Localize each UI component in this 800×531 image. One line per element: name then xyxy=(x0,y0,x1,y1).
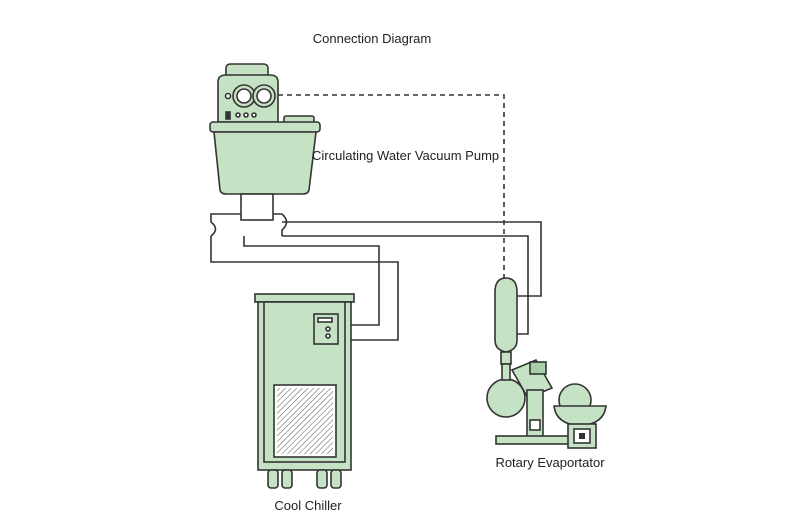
rotary-evaporator: Rotary Evaportator xyxy=(486,277,607,470)
vacuum-pump: Circulating Water Vacuum Pump xyxy=(209,63,499,221)
evaporator-base xyxy=(495,435,577,445)
gauge-left-face xyxy=(236,88,252,104)
water-line-to-chiller-lower xyxy=(210,236,399,341)
wheel-icon xyxy=(267,469,279,489)
pump-stand xyxy=(240,193,274,221)
pipe-junction-right xyxy=(281,213,288,236)
heating-bath xyxy=(553,405,607,427)
vacuum-line xyxy=(278,94,505,282)
wheel-icon xyxy=(316,469,328,489)
chiller-top xyxy=(254,293,355,303)
diagram-title: Connection Diagram xyxy=(313,31,432,46)
chiller-label: Cool Chiller xyxy=(274,498,342,513)
pump-rim xyxy=(209,121,321,133)
pipe-junction xyxy=(210,213,282,237)
motor-housing xyxy=(529,361,547,375)
water-line-inner-to-evaporator xyxy=(282,235,529,335)
chiller-knob-icon xyxy=(325,326,331,332)
indicator-icon xyxy=(224,92,232,100)
evaporator-label: Rotary Evaportator xyxy=(495,455,605,470)
knob-icon xyxy=(235,112,241,118)
condenser xyxy=(494,277,518,353)
gauge-right-face xyxy=(256,88,272,104)
receiving-flask xyxy=(486,378,526,418)
rotary-motor xyxy=(510,358,554,400)
water-line-outer-to-evaporator xyxy=(282,221,542,297)
power-switch-icon xyxy=(225,111,231,120)
receiving-flask-neck xyxy=(501,363,511,381)
column-window xyxy=(529,419,541,431)
pump-label: Circulating Water Vacuum Pump xyxy=(312,148,499,163)
chiller-display-icon xyxy=(317,317,333,323)
chiller-knob-icon xyxy=(325,333,331,339)
cool-chiller: Cool Chiller xyxy=(254,293,355,513)
wheel-icon xyxy=(281,469,293,489)
knob-icon xyxy=(243,112,249,118)
chiller-vent-grille xyxy=(277,388,333,454)
bath-controller-button-icon xyxy=(579,433,585,439)
water-line-to-chiller-upper xyxy=(243,236,380,326)
wheel-icon xyxy=(330,469,342,489)
condenser-neck xyxy=(500,351,512,365)
connection-lines xyxy=(210,94,542,341)
pump-tank xyxy=(213,131,317,195)
knob-icon xyxy=(251,112,257,118)
